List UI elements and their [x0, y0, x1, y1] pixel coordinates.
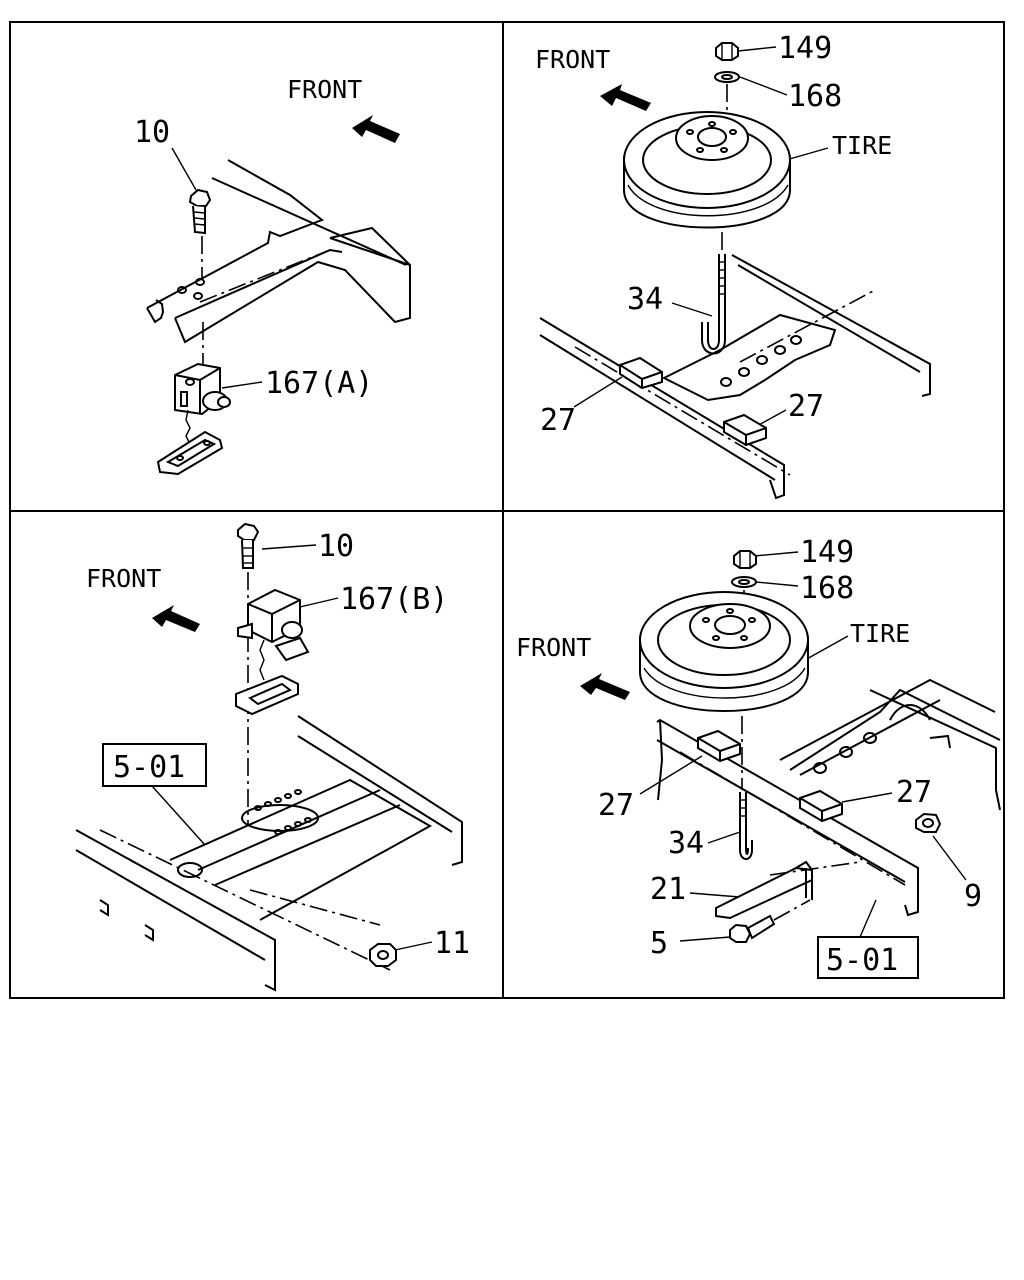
callout-27a: 27 — [540, 403, 576, 438]
nut-icon — [369, 943, 397, 967]
front-arrow-icon — [152, 605, 200, 632]
switch-167b-icon — [235, 588, 310, 716]
front-label: FRONT — [287, 75, 362, 104]
callout-10: 10 — [134, 115, 170, 150]
callout-9: 9 — [964, 879, 982, 914]
callout-168: 168 — [800, 571, 854, 606]
bracket-21-icon — [715, 860, 861, 920]
nut-icon — [715, 42, 739, 61]
callout-149: 149 — [778, 31, 832, 66]
ref-box-5-01: 5-01 — [817, 899, 919, 979]
ref-box-label: 5-01 — [113, 750, 185, 785]
front-label: FRONT — [516, 633, 591, 662]
panel-bottom-right: FRONT 149 168 TIRE 27 27 34 21 5 9 5-01 — [516, 535, 1001, 979]
ref-box-5-01: 5-01 — [102, 743, 207, 846]
spare-tire-icon — [623, 111, 791, 229]
bolt-icon — [188, 188, 212, 280]
hook-bolt-34-icon — [739, 792, 753, 860]
frame-rail — [656, 678, 1001, 917]
ref-box-label: 5-01 — [826, 943, 898, 978]
callout-21: 21 — [650, 872, 686, 907]
callout-167b: 167(B) — [340, 582, 448, 617]
front-label: FRONT — [535, 45, 610, 74]
frame-rail — [539, 254, 931, 500]
callout-27b: 27 — [896, 775, 932, 810]
bolt-5-icon — [729, 899, 811, 943]
front-arrow-icon — [580, 673, 630, 700]
callout-167a: 167(A) — [265, 366, 373, 401]
frame-rail — [146, 159, 411, 344]
front-arrow-icon — [600, 84, 651, 111]
switch-167a-icon — [156, 322, 231, 476]
callout-34: 34 — [627, 282, 663, 317]
callout-149: 149 — [800, 535, 854, 570]
panel-top-right: FRONT 149 168 TIRE 34 27 27 — [535, 31, 931, 500]
callout-tire: TIRE — [832, 131, 892, 160]
callout-10: 10 — [318, 529, 354, 564]
washer-icon — [714, 71, 740, 83]
spare-tire-icon — [639, 591, 809, 712]
pad-27-icon — [619, 356, 663, 390]
callout-168: 168 — [788, 79, 842, 114]
nut-9-icon — [915, 812, 942, 833]
frame-crossmember — [75, 715, 463, 992]
callout-34: 34 — [668, 826, 704, 861]
washer-icon — [731, 576, 757, 588]
callout-5: 5 — [650, 926, 668, 961]
pad-27-icon — [799, 789, 843, 823]
callout-11: 11 — [434, 926, 470, 961]
bolt-icon — [237, 522, 260, 569]
nut-icon — [733, 550, 757, 569]
panel-bottom-left: FRONT 10 167(B) 11 5-01 — [75, 522, 470, 992]
callout-27b: 27 — [788, 389, 824, 424]
callout-tire: TIRE — [850, 619, 910, 648]
pad-27-icon — [723, 413, 767, 447]
callout-27a: 27 — [598, 788, 634, 823]
hook-bolt-34-icon — [701, 254, 726, 355]
front-label: FRONT — [86, 564, 161, 593]
panel-top-left: FRONT 10 167(A) — [134, 75, 411, 476]
panel-frame — [9, 21, 1005, 999]
pad-27-icon — [697, 729, 741, 763]
front-arrow-icon — [352, 115, 400, 143]
